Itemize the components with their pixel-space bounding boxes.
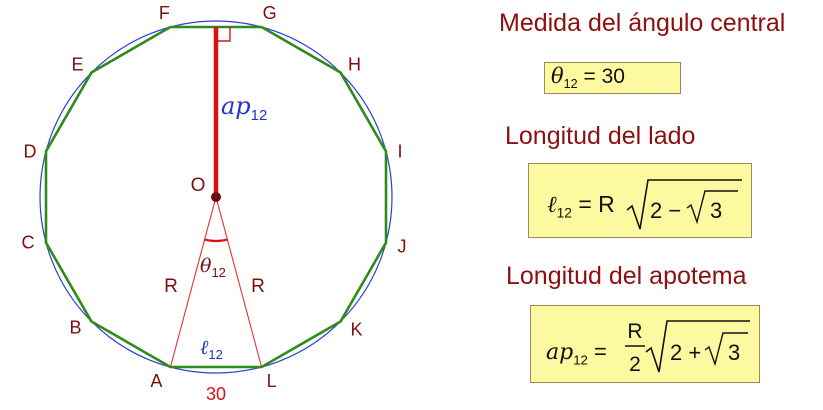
vertex-label-k: K [350,320,362,340]
dodecagon-diagram: A B C D E F G H I J K L O R R ap12 θ12 ℓ12 30 [22,3,407,404]
dodecagon [44,25,388,369]
side-value: 30 [206,384,226,404]
side-label: ℓ12 [200,335,223,362]
vertex-label-d: D [24,141,37,161]
side-length-lhs: ℓ12 = R [547,191,615,221]
central-angle-arc [204,238,228,243]
vertex-label-e: E [71,55,83,75]
central-angle-formula: θ12 = 30 [551,64,625,91]
vertex-label-a: A [150,371,162,391]
circumscribed-circle [39,20,393,374]
ap-subscript: 12 [573,352,588,368]
side-length-title: Longitud del lado [505,122,696,150]
vertex-labels: A B C D E F G H I J K L [22,3,407,391]
vertex-label-f: F [159,3,170,23]
apothem-label: ap12 [221,92,267,124]
radius-right [215,196,263,368]
central-angle-box [544,62,681,94]
theta-symbol: θ [551,64,564,88]
radius-label-left: R [164,276,178,297]
apothem-eq: = [594,339,607,364]
ell-symbol: ℓ [547,192,557,218]
side-length-eq: = R [578,191,615,217]
angle-label: θ12 [200,255,226,280]
vertex-label-h: H [348,55,361,75]
theta-subscript: 12 [563,77,578,92]
radius-label-right: R [251,276,265,297]
center-point [211,192,221,202]
central-angle-title: Medida del ángulo central [499,9,786,37]
vertex-label-c: C [22,233,35,253]
vertex-label-i: I [397,141,402,161]
ap-symbol: ap [546,340,574,365]
ell-subscript: 12 [556,205,572,221]
central-angle-value: = 30 [583,65,625,88]
vertex-label-g: G [263,3,277,23]
vertex-label-l: L [267,371,277,391]
radius-left [169,196,217,368]
apothem-lhs: ap12 = [546,339,607,367]
center-label: O [191,175,206,196]
vertex-label-b: B [69,318,81,338]
apothem-title: Longitud del apotema [506,262,747,290]
vertex-label-j: J [398,237,407,257]
right-angle-marker [216,26,231,42]
